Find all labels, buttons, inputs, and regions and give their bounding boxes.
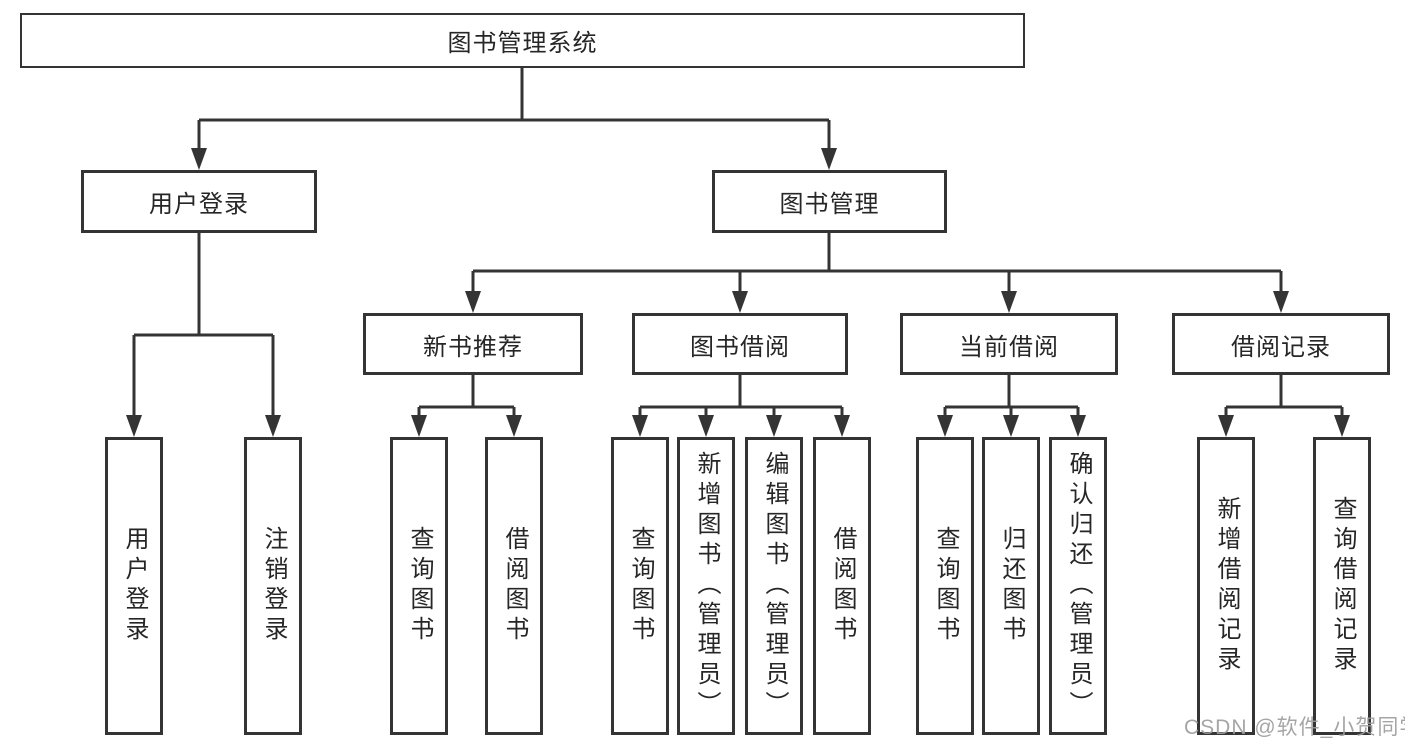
node-label: 查询图书 <box>932 526 959 646</box>
node-query-borrow-record: 查询借阅记录 <box>1313 437 1371 735</box>
arrow-down-icon <box>506 415 522 437</box>
node-label: 图书借阅 <box>690 333 790 361</box>
node-label: 新增图书（管理员） <box>693 451 720 721</box>
arrow-down-icon <box>632 415 648 437</box>
node-label: 编辑图书（管理员） <box>761 451 788 721</box>
node-add-books-admin: 新增图书（管理员） <box>677 437 735 735</box>
node-label: 查询图书 <box>406 526 433 646</box>
node-confirm-return-admin: 确认归还（管理员） <box>1049 437 1107 735</box>
node-edit-books-admin: 编辑图书（管理员） <box>745 437 803 735</box>
node-book-borrowing: 图书借阅 <box>632 313 848 375</box>
node-user-login-module: 用户登录 <box>81 170 317 233</box>
node-label: 借阅图书 <box>829 526 856 646</box>
arrow-down-icon <box>834 415 850 437</box>
node-current-borrowing: 当前借阅 <box>900 313 1118 375</box>
node-label: 借阅记录 <box>1231 333 1331 361</box>
node-query-books-recommend: 查询图书 <box>390 437 448 735</box>
node-borrow-books-recommend: 借阅图书 <box>485 437 543 735</box>
node-return-books: 归还图书 <box>982 437 1040 735</box>
arrow-down-icon <box>1334 415 1350 437</box>
connector-book-borrow-fork <box>632 375 850 437</box>
node-label: 图书管理系统 <box>447 30 598 57</box>
node-label: 查询图书 <box>627 526 654 646</box>
node-add-borrow-record: 新增借阅记录 <box>1197 437 1255 735</box>
node-label: 当前借阅 <box>959 333 1059 361</box>
arrow-down-icon <box>411 415 427 437</box>
arrow-down-icon <box>1218 415 1234 437</box>
node-label: 查询借阅记录 <box>1329 496 1356 676</box>
node-label: 注销登录 <box>260 526 287 646</box>
node-label: 确认归还（管理员） <box>1065 451 1092 721</box>
arrow-down-icon <box>126 415 142 437</box>
node-new-book-recommendation: 新书推荐 <box>363 313 583 375</box>
arrow-down-icon <box>265 415 281 437</box>
node-query-books-borrowing: 查询图书 <box>611 437 669 735</box>
arrow-down-icon <box>1001 291 1017 313</box>
arrow-down-icon <box>1070 415 1086 437</box>
connector-book-management-fork <box>465 233 1289 313</box>
node-logout-action: 注销登录 <box>244 437 302 735</box>
arrow-down-icon <box>191 148 207 170</box>
arrow-down-icon <box>937 415 953 437</box>
arrow-down-icon <box>465 291 481 313</box>
arrow-down-icon <box>698 415 714 437</box>
node-label: 借阅图书 <box>501 526 528 646</box>
connector-borrow-records-fork <box>1218 375 1350 437</box>
node-label: 归还图书 <box>998 526 1025 646</box>
node-query-books-current: 查询图书 <box>916 437 974 735</box>
connector-new-book-fork <box>411 375 522 437</box>
arrow-down-icon <box>732 291 748 313</box>
node-book-management-module: 图书管理 <box>712 170 947 233</box>
connector-root-fork <box>191 68 837 170</box>
connector-user-login-fork <box>126 233 281 437</box>
arrow-down-icon <box>766 415 782 437</box>
node-borrow-books-action: 借阅图书 <box>813 437 871 735</box>
arrow-down-icon <box>821 148 837 170</box>
node-borrowing-records: 借阅记录 <box>1172 313 1390 375</box>
arrow-down-icon <box>1003 415 1019 437</box>
node-label: 新增借阅记录 <box>1213 496 1240 676</box>
node-label: 图书管理 <box>779 191 880 218</box>
arrow-down-icon <box>1273 291 1289 313</box>
connector-current-borrow-fork <box>937 375 1086 437</box>
node-label: 新书推荐 <box>423 333 523 361</box>
node-user-login-action: 用户登录 <box>105 437 163 735</box>
node-library-management-system: 图书管理系统 <box>20 13 1025 68</box>
node-label: 用户登录 <box>149 191 249 218</box>
csdn-watermark: CSDN @软件_小贺同学 <box>1184 716 1405 739</box>
node-label: 用户登录 <box>121 526 148 646</box>
